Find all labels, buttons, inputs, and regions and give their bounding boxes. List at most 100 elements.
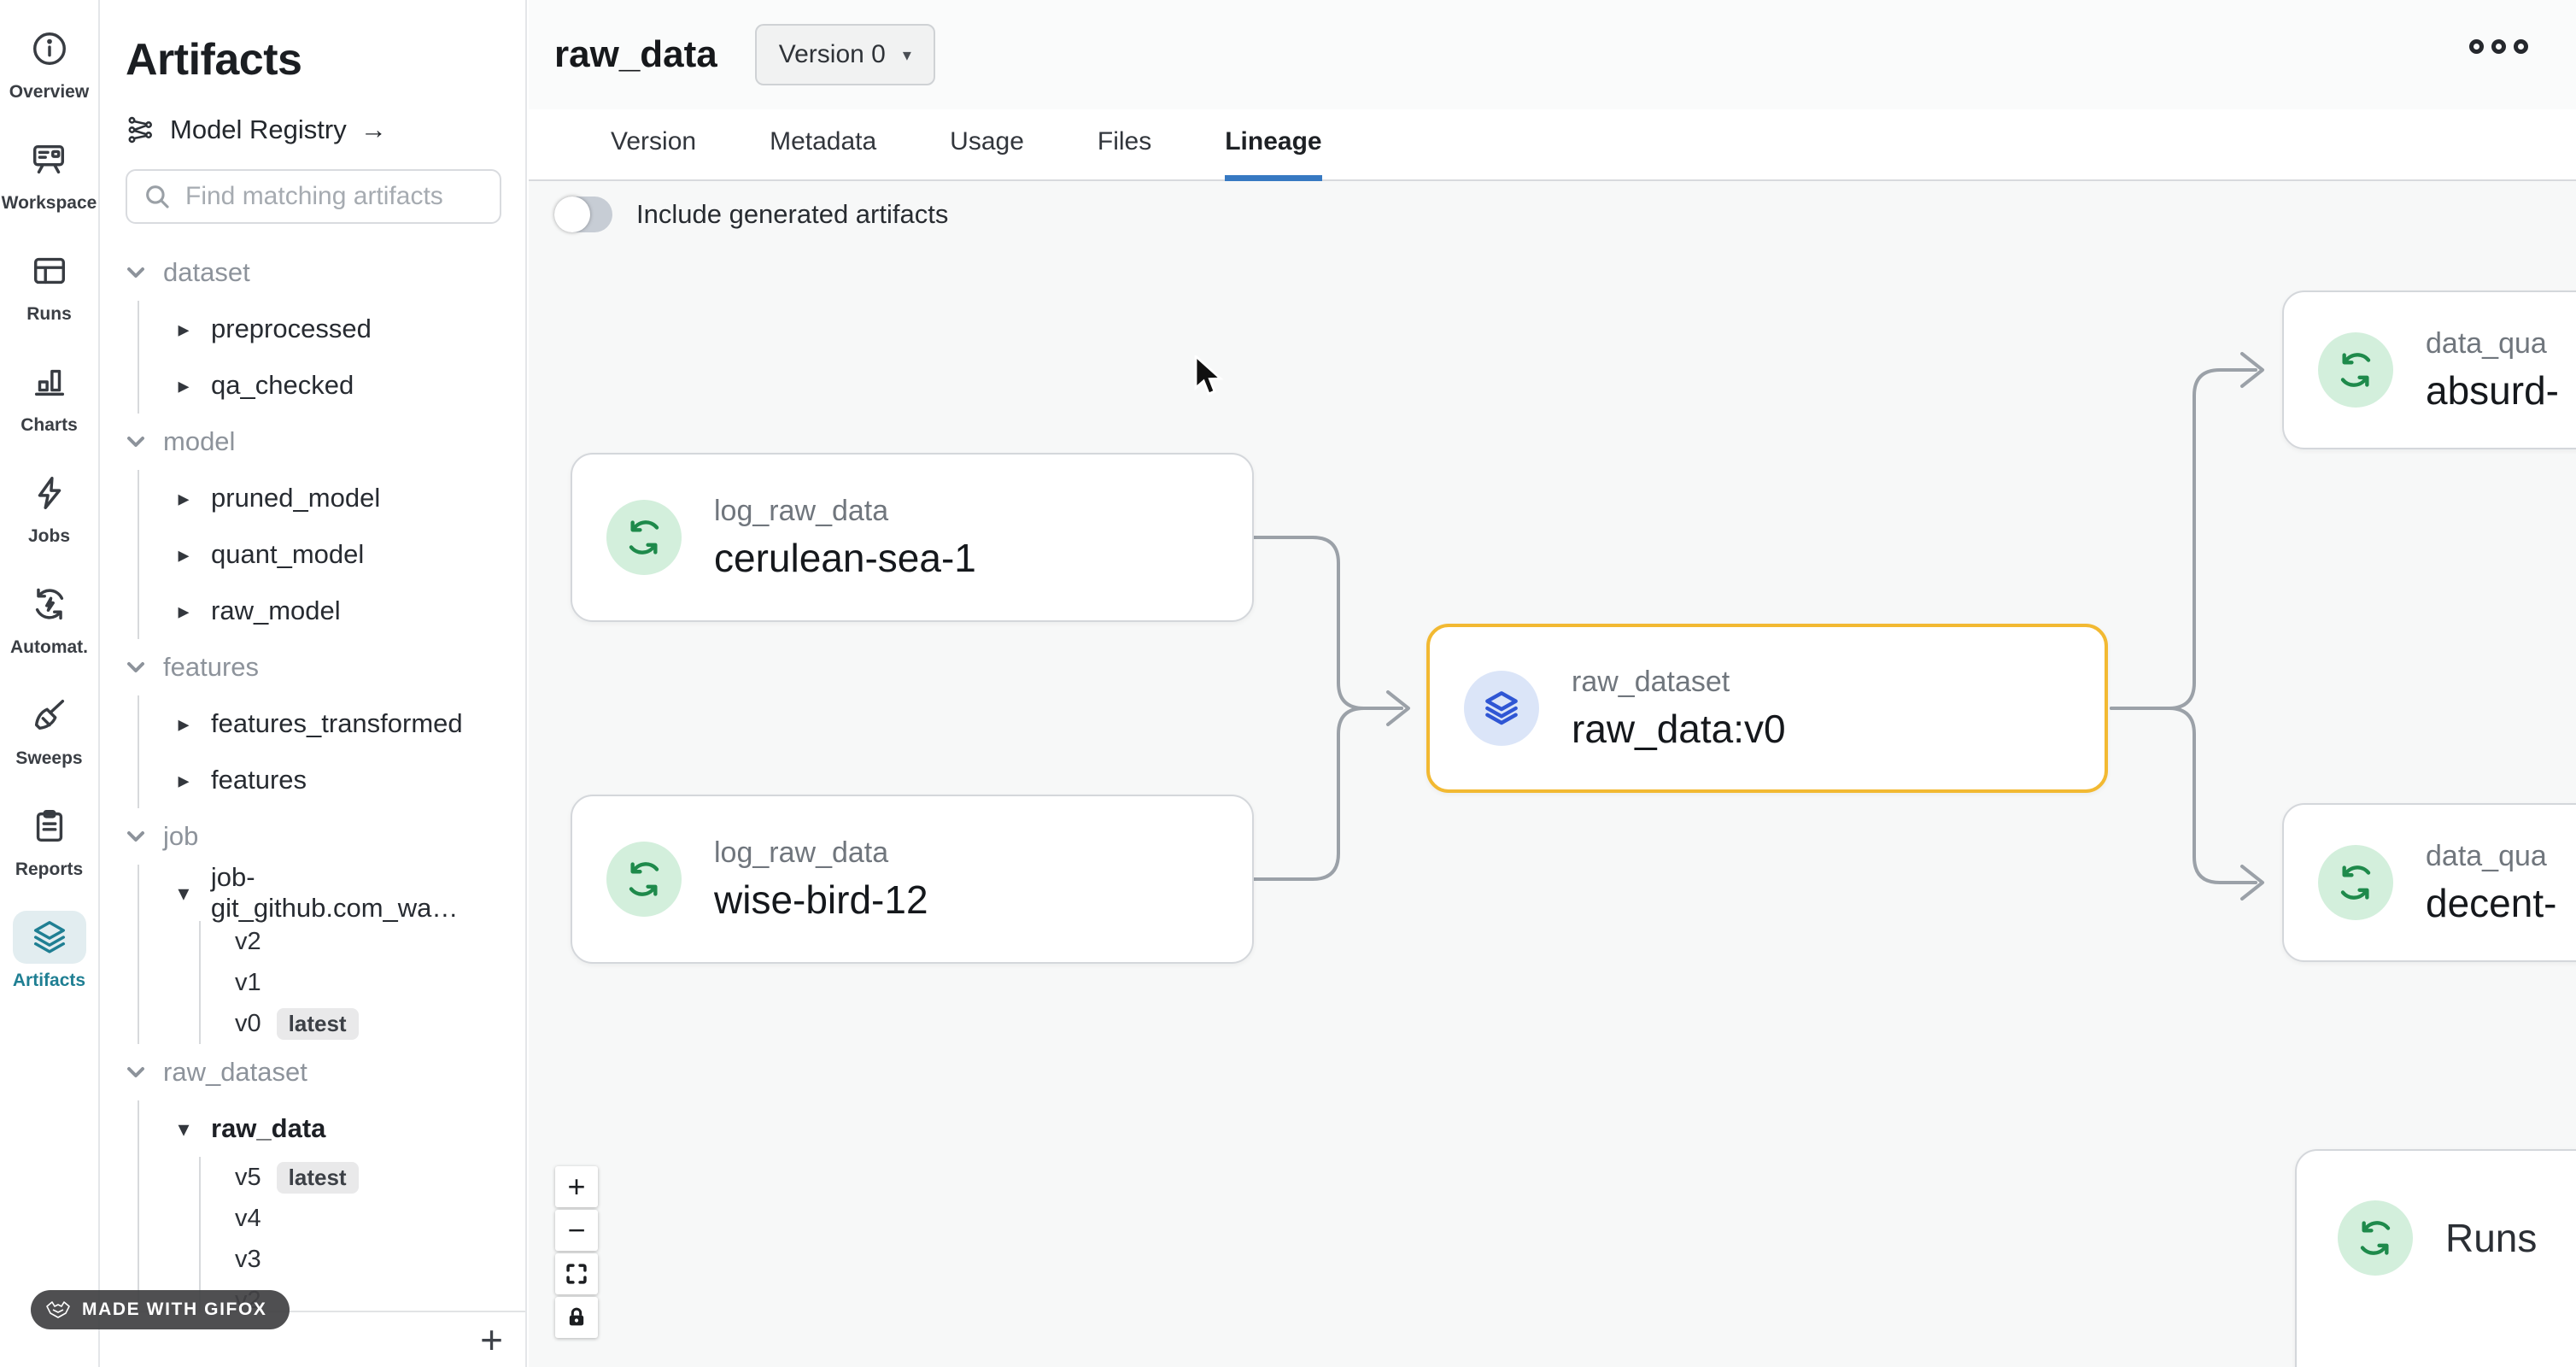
- artifact-layers-icon: [1464, 671, 1539, 746]
- artifacts-icon: [12, 911, 86, 964]
- tree-section-job[interactable]: job: [126, 808, 501, 865]
- tree-item-job-git-github[interactable]: ▾ job-git_github.com_wa…: [139, 862, 501, 923]
- chevron-down-icon: ▾: [902, 45, 911, 65]
- caret-right-icon: ▸: [178, 484, 190, 511]
- lineage-node-absurd[interactable]: data_qua absurd-: [2282, 290, 2576, 449]
- reports-icon: [13, 800, 86, 853]
- lineage-runs-panel[interactable]: Runs: [2295, 1149, 2576, 1367]
- chevron-down-icon: [127, 831, 144, 842]
- rail-label: Runs: [26, 304, 72, 324]
- node-run-title: log_raw_data: [714, 494, 889, 527]
- tree-item-features[interactable]: ▸ features: [139, 752, 501, 808]
- add-artifact-button[interactable]: +: [480, 1317, 503, 1362]
- caret-right-icon: ▸: [178, 766, 190, 793]
- lock-button[interactable]: [555, 1297, 598, 1338]
- tree-version-v2[interactable]: v2: [235, 927, 261, 955]
- tree-version-v5[interactable]: v5 latest: [201, 1157, 501, 1198]
- gifox-fox-icon: [46, 1301, 70, 1318]
- charts-icon: [13, 355, 86, 408]
- run-icon: [606, 500, 682, 575]
- rail-item-sweeps[interactable]: Sweeps: [13, 689, 86, 769]
- tab-version[interactable]: Version: [611, 127, 697, 155]
- model-registry-icon: [128, 116, 152, 144]
- rail-item-runs[interactable]: Runs: [13, 244, 86, 325]
- rail-item-automations[interactable]: Automat.: [10, 578, 88, 658]
- include-generated-toggle[interactable]: [554, 197, 612, 232]
- tab-metadata[interactable]: Metadata: [770, 127, 877, 155]
- version-dropdown[interactable]: Version 0 ▾: [754, 24, 935, 85]
- canvas-zoom-controls: + −: [555, 1166, 598, 1338]
- workspace-icon: [12, 133, 85, 186]
- rail-item-overview[interactable]: Overview: [9, 22, 89, 103]
- nav-rail: Overview Workspace Runs Charts Jobs: [0, 0, 100, 1367]
- chevron-down-icon: [127, 437, 144, 447]
- artifact-header: raw_data Version 0 ▾: [529, 0, 2576, 109]
- node-run-name: cerulean-sea-1: [714, 535, 976, 580]
- automations-icon: [13, 578, 86, 631]
- tree-version-v0[interactable]: v0 latest: [201, 1003, 501, 1044]
- run-icon: [2338, 1200, 2413, 1276]
- lineage-node-raw-data-v0[interactable]: raw_dataset raw_data:v0: [1426, 624, 2108, 793]
- tree-item-features-transformed[interactable]: ▸ features_transformed: [139, 695, 501, 752]
- tree-version-v1[interactable]: v1: [235, 968, 261, 996]
- fit-view-button[interactable]: [555, 1253, 598, 1294]
- tree-item-raw-data[interactable]: ▾ raw_data: [139, 1100, 501, 1157]
- zoom-out-button[interactable]: −: [555, 1210, 598, 1251]
- arrow-right-icon: →: [360, 114, 387, 144]
- chevron-down-icon: [127, 1067, 144, 1077]
- tree-item-qa-checked[interactable]: ▸ qa_checked: [139, 357, 501, 414]
- tab-lineage[interactable]: Lineage: [1225, 127, 1322, 181]
- rail-label: Jobs: [27, 526, 70, 546]
- tree-item-preprocessed[interactable]: ▸ preprocessed: [139, 301, 501, 357]
- run-icon: [2318, 332, 2393, 408]
- rail-item-workspace[interactable]: Workspace: [2, 133, 97, 214]
- info-icon: [13, 22, 86, 75]
- runs-table-icon: [13, 244, 86, 297]
- tree-section-dataset[interactable]: dataset: [126, 244, 501, 301]
- node-artifact-name: raw_data:v0: [1572, 706, 1786, 751]
- artifact-search-box: [126, 169, 515, 224]
- lineage-canvas[interactable]: Include generated artifacts log_raw_data…: [529, 181, 2576, 1367]
- rail-label: Artifacts: [12, 971, 86, 990]
- tree-section-features[interactable]: features: [126, 639, 501, 695]
- tab-usage[interactable]: Usage: [950, 127, 1024, 155]
- lineage-node-decent[interactable]: data_qua decent-: [2282, 803, 2576, 962]
- overflow-menu-button[interactable]: [2469, 39, 2528, 54]
- rail-label: Reports: [15, 860, 84, 879]
- toggle-label: Include generated artifacts: [636, 199, 949, 229]
- tree-item-pruned-model[interactable]: ▸ pruned_model: [139, 470, 501, 526]
- runs-panel-title: Runs: [2445, 1216, 2538, 1260]
- lineage-node-cerulean-sea-1[interactable]: log_raw_data cerulean-sea-1: [571, 453, 1254, 622]
- rail-label: Sweeps: [15, 748, 83, 768]
- tree-item-raw-model[interactable]: ▸ raw_model: [139, 583, 501, 639]
- chevron-down-icon: [127, 267, 144, 278]
- rail-item-reports[interactable]: Reports: [13, 800, 86, 880]
- tree-version-v4[interactable]: v4: [235, 1204, 261, 1232]
- artifact-search-input[interactable]: [185, 182, 515, 211]
- tree-item-quant-model[interactable]: ▸ quant_model: [139, 526, 501, 583]
- caret-down-icon: ▾: [178, 879, 190, 906]
- lineage-node-wise-bird-12[interactable]: log_raw_data wise-bird-12: [571, 795, 1254, 964]
- tab-files[interactable]: Files: [1097, 127, 1152, 155]
- page-title: raw_data: [554, 33, 717, 75]
- rail-label: Charts: [20, 415, 78, 435]
- rail-item-charts[interactable]: Charts: [13, 355, 86, 436]
- node-run-title: data_qua: [2426, 839, 2547, 872]
- caret-right-icon: ▸: [178, 710, 190, 736]
- tree-version-v3[interactable]: v3: [235, 1245, 261, 1273]
- node-run-title: log_raw_data: [714, 836, 889, 869]
- tree-section-raw-dataset[interactable]: raw_dataset: [126, 1044, 501, 1100]
- latest-badge: latest: [276, 1007, 359, 1040]
- caret-right-icon: ▸: [178, 315, 190, 342]
- model-registry-link[interactable]: Model Registry →: [126, 114, 501, 145]
- rail-item-artifacts[interactable]: Artifacts: [12, 911, 86, 991]
- model-registry-label: Model Registry: [170, 114, 347, 144]
- node-run-name: absurd-: [2426, 367, 2559, 413]
- rail-label: Workspace: [1, 193, 97, 213]
- sidebar-title: Artifacts: [126, 35, 302, 85]
- rail-item-jobs[interactable]: Jobs: [13, 466, 86, 547]
- tree-section-model[interactable]: model: [126, 414, 501, 470]
- caret-right-icon: ▸: [178, 541, 190, 567]
- zoom-in-button[interactable]: +: [555, 1166, 598, 1207]
